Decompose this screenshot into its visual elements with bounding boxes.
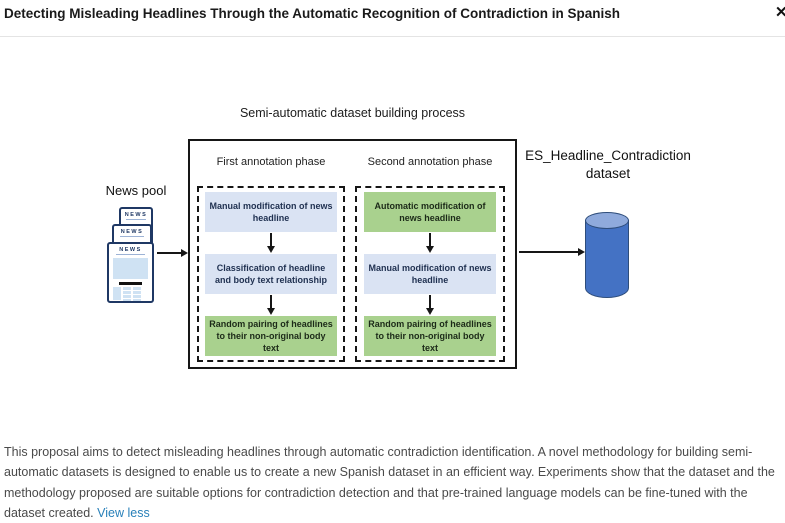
modal-header: Detecting Misleading Headlines Through t… bbox=[0, 0, 785, 37]
abstract-text: This proposal aims to detect misleading … bbox=[4, 445, 775, 520]
news-card-rule bbox=[125, 219, 147, 220]
arrow-down-icon bbox=[426, 232, 434, 254]
process-step: Random pairing of headlines to their non… bbox=[364, 315, 496, 357]
step-text: Classification of headline and body text… bbox=[214, 262, 327, 285]
process-step: Classification of headline and body text… bbox=[205, 253, 337, 294]
phase2-steps-box: Automatic modification of news headline … bbox=[355, 186, 505, 362]
news-card-title: NEWS bbox=[120, 229, 144, 235]
news-card-rule bbox=[115, 254, 146, 255]
step-text: Automatic modification of news headline bbox=[374, 200, 486, 223]
step-text: Random pairing of headlines to their non… bbox=[209, 318, 333, 353]
view-less-link[interactable]: View less bbox=[97, 505, 150, 520]
news-pool-label: News pool bbox=[105, 183, 167, 198]
arrow-news-to-process bbox=[157, 247, 188, 259]
step-text: Random pairing of headlines to their non… bbox=[368, 318, 492, 353]
process-step: Manual modification of news headline bbox=[364, 253, 496, 294]
process-step: Manual modification of news headline bbox=[205, 192, 337, 232]
step-text: Manual modification of news headline bbox=[368, 262, 492, 285]
dataset-label: ES_Headline_Contradiction dataset bbox=[525, 148, 691, 182]
phase1-label: First annotation phase bbox=[216, 156, 326, 168]
news-column-block bbox=[113, 287, 121, 300]
news-card-rule bbox=[119, 236, 145, 237]
arrow-down-icon bbox=[267, 232, 275, 254]
close-icon[interactable]: ✕ bbox=[775, 5, 785, 20]
cylinder-top bbox=[585, 212, 629, 229]
process-step: Automatic modification of news headline bbox=[364, 192, 496, 232]
news-text-columns bbox=[113, 287, 148, 301]
arrow-process-to-dataset bbox=[519, 246, 585, 258]
news-card: NEWS bbox=[107, 242, 154, 303]
phase2-label: Second annotation phase bbox=[367, 156, 493, 168]
step-text: Manual modification of news headline bbox=[209, 200, 333, 223]
figure-title: Semi-automatic dataset building process bbox=[239, 106, 466, 120]
news-card-title: NEWS bbox=[124, 212, 148, 218]
news-headline-bar bbox=[118, 282, 143, 285]
news-card-title: NEWS bbox=[119, 247, 142, 253]
news-text-lines bbox=[123, 287, 148, 301]
process-step: Random pairing of headlines to their non… bbox=[205, 315, 337, 357]
news-image-placeholder bbox=[113, 258, 148, 279]
cylinder-body bbox=[585, 220, 629, 298]
database-cylinder-icon bbox=[585, 212, 629, 298]
abstract-paragraph: This proposal aims to detect misleading … bbox=[4, 442, 783, 523]
phase1-steps-box: Manual modification of news headline Cla… bbox=[197, 186, 345, 362]
paper-title: Detecting Misleading Headlines Through t… bbox=[4, 6, 621, 21]
arrow-down-icon bbox=[267, 294, 275, 316]
arrow-down-icon bbox=[426, 294, 434, 316]
